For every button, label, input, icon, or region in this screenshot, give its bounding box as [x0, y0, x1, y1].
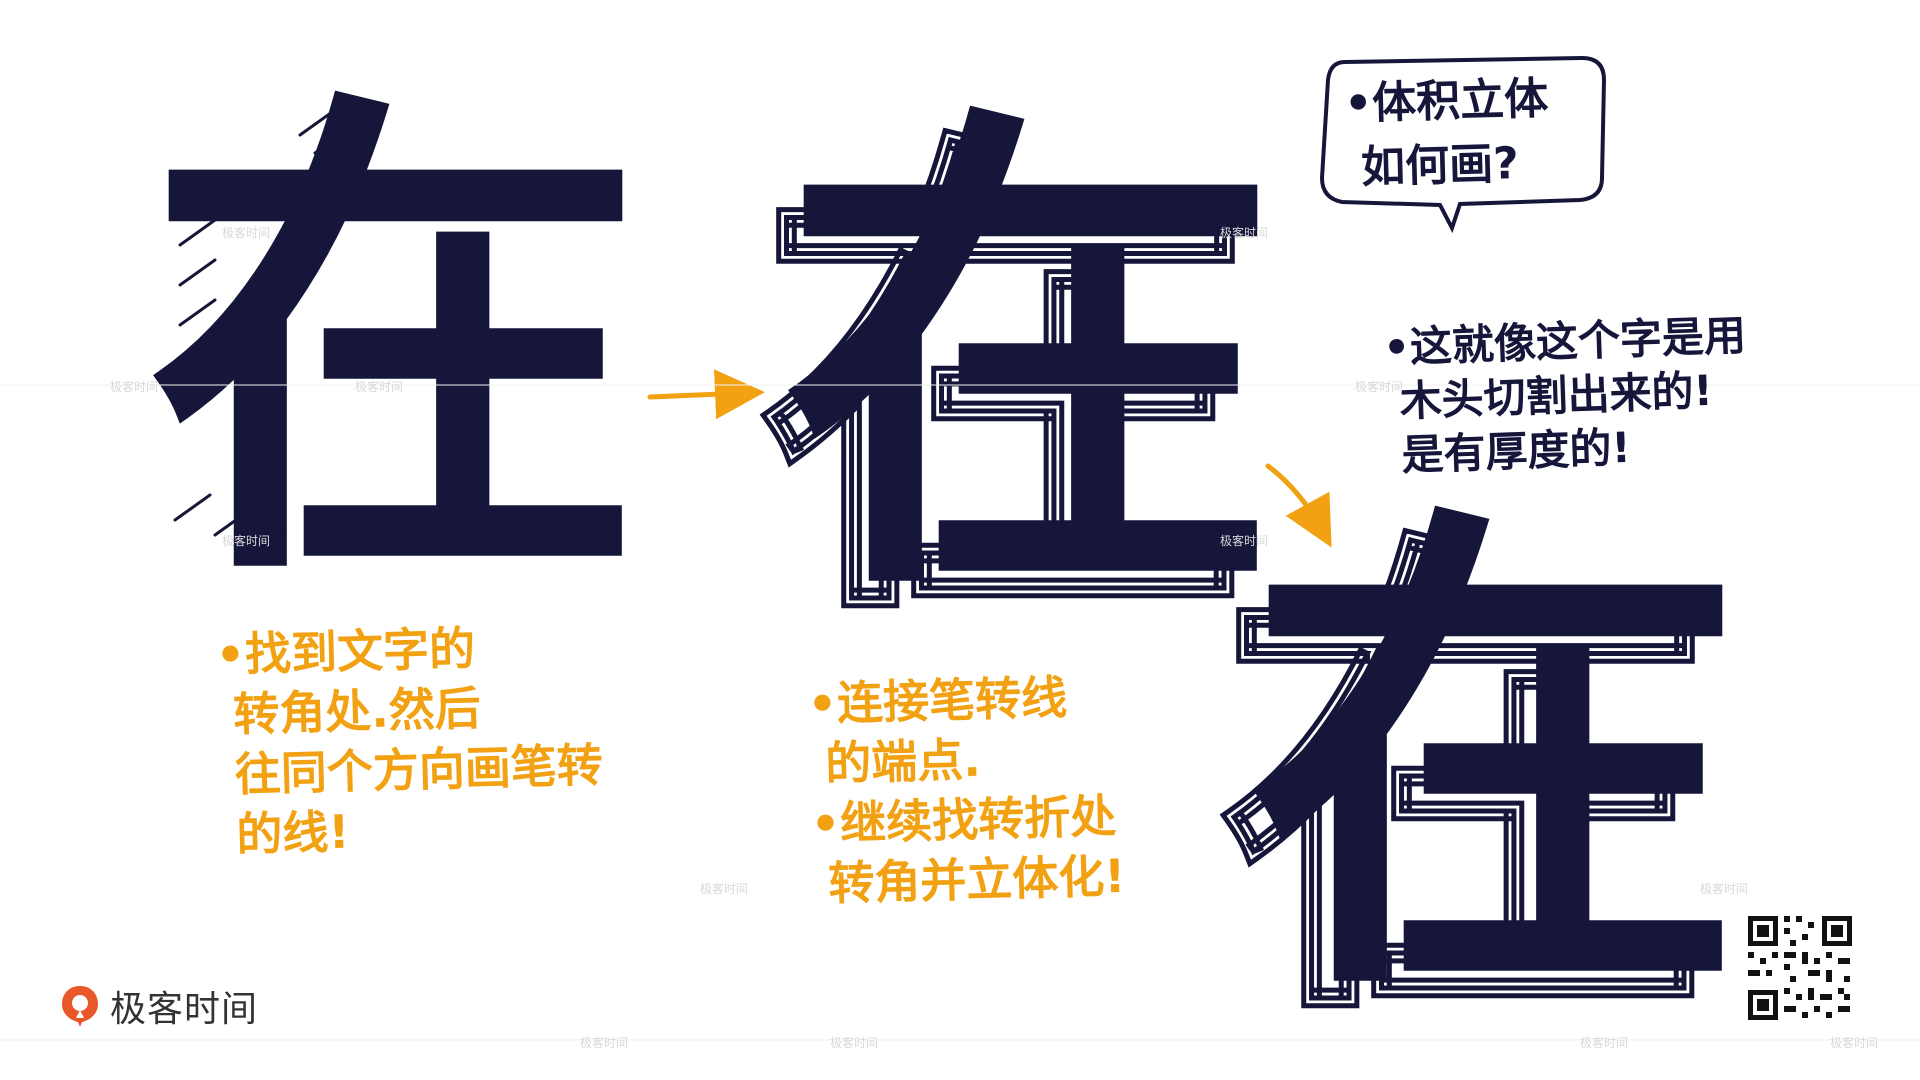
brand: 极客时间 [60, 980, 258, 1032]
glyph-step3: 在 在 [1213, 471, 1746, 1080]
watermark: 极客时间 [222, 534, 271, 548]
speech-bubble [1319, 55, 1607, 234]
watermark: 极客时间 [1830, 1036, 1879, 1050]
watermark: 极客时间 [110, 380, 159, 394]
watermark: 极客时间 [1220, 226, 1269, 240]
watermark: 极客时间 [355, 380, 404, 394]
qr-code-icon [1744, 912, 1856, 1024]
glyph-step1-strokes [173, 108, 352, 557]
glyph-step1-char: 在 [145, 56, 645, 638]
note-step3: •这就像这个字是用 木头切割出来的! 是有厚度的! [1382, 310, 1747, 481]
glyph-step2-extrusion: 在 [755, 96, 1255, 678]
watermark: 极客时间 [580, 1036, 629, 1050]
glyph-step3-char: 在 [1245, 471, 1745, 1053]
watermark: 极客时间 [1700, 882, 1749, 896]
watermark: 极客时间 [830, 1036, 879, 1050]
watermark: 极客时间 [1580, 1036, 1629, 1050]
watermark: 极客时间 [700, 882, 749, 896]
note-step1: •找到文字的 转角处.然后 往同个方向画笔转 的线! [215, 621, 604, 862]
watermark: 极客时间 [1355, 380, 1404, 394]
arrow-down-right-icon [1265, 463, 1332, 548]
glyph-step2: 在 在 [753, 71, 1281, 681]
watermark: 极客时间 [1220, 534, 1269, 548]
note-step2: •连接笔转线 的端点. •继续找转折处 转角并立体化! [806, 670, 1127, 912]
glyph-step1: 在 [145, 56, 645, 638]
glyph-step3-extrusion: 在 [1215, 496, 1715, 1078]
glyph-step2-char: 在 [780, 71, 1280, 653]
speech-bubble-text: •体积立体 如何画? [1343, 73, 1549, 194]
arrow-right-icon [647, 369, 765, 420]
watermark: 极客时间 [222, 226, 271, 240]
geektime-logo-icon [62, 986, 98, 1027]
brand-name: 极客时间 [110, 989, 259, 1030]
